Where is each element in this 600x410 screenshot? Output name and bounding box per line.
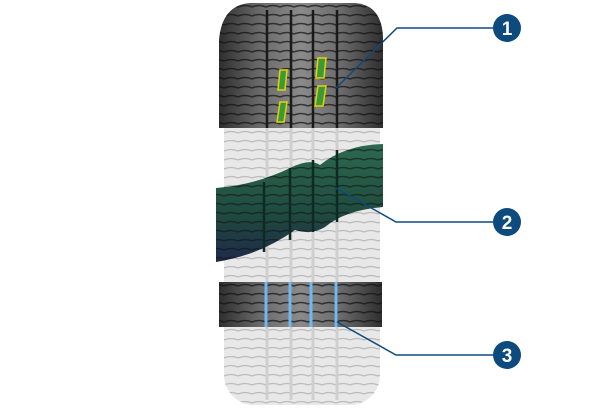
callout-line-2 xyxy=(335,187,495,223)
callout-line-1 xyxy=(335,27,495,89)
tread-section-sipes xyxy=(219,3,383,128)
callout-2-label: 2 xyxy=(502,213,513,234)
callout-1-label: 1 xyxy=(502,19,513,40)
callout-2: 2 xyxy=(493,208,521,236)
callout-1: 1 xyxy=(493,14,521,42)
callout-3: 3 xyxy=(493,341,521,369)
tread-section-grooves xyxy=(219,282,382,327)
groove-highlights xyxy=(264,282,338,327)
sipe-highlights xyxy=(276,57,327,123)
callout-line-3 xyxy=(336,321,495,356)
callout-3-label: 3 xyxy=(502,346,513,367)
tread-section-compound xyxy=(216,144,383,262)
